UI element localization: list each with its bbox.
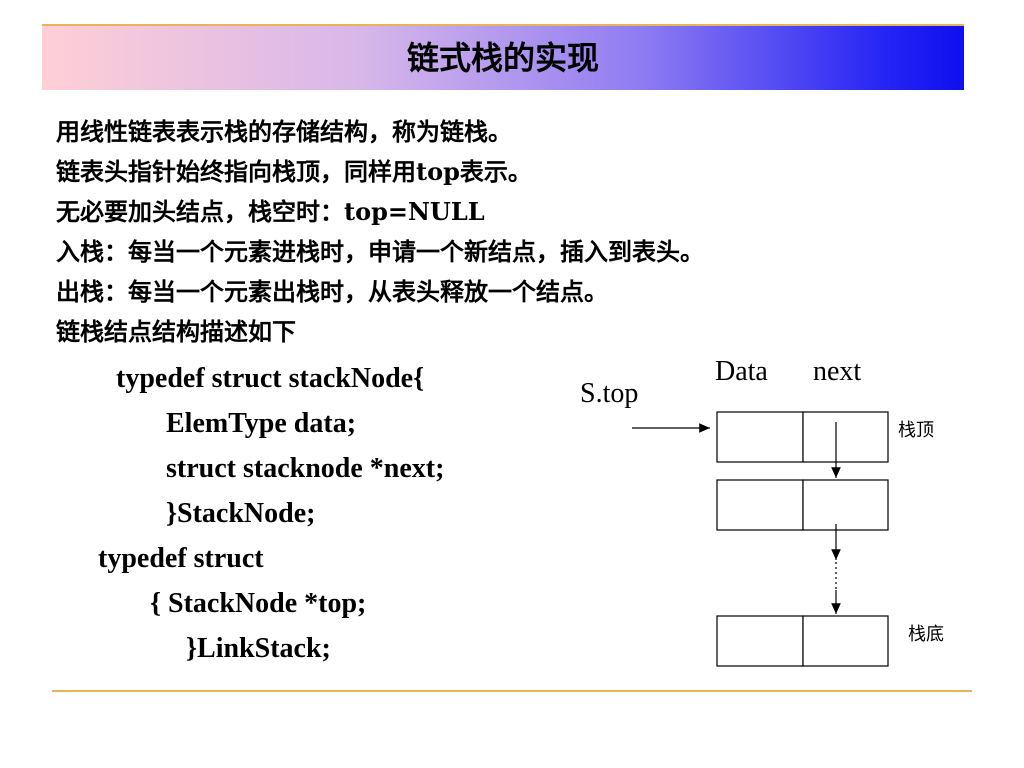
code-line: typedef struct [98, 543, 264, 574]
node-second-data-cell [716, 479, 804, 531]
bottom-divider [52, 690, 972, 692]
slide-title: 链式栈的实现 [406, 39, 599, 77]
code-line: typedef struct stackNode{ [116, 363, 425, 394]
node-bottom-data-cell [716, 615, 804, 667]
body-line: 链表头指针始终指向栈顶，同样用top表示。 [56, 157, 532, 186]
diagram-graphics [632, 411, 889, 667]
node-bottom-next-cell [802, 615, 889, 667]
body-line: 无必要加头结点，栈空时：top=NULL [56, 197, 485, 226]
body-line: 出栈：每当一个元素出栈时，从表头释放一个结点。 [56, 277, 608, 306]
node-top-next-cell [802, 411, 889, 463]
code-line: }LinkStack; [186, 633, 331, 664]
code-line: }StackNode; [166, 498, 316, 529]
code-line: ElemType data; [166, 408, 357, 439]
body-line: 链栈结点结构描述如下 [56, 317, 296, 346]
node-top-data-cell [716, 411, 804, 463]
title-bar: 链式栈的实现 [42, 24, 964, 90]
code-line: struct stacknode *next; [166, 453, 445, 484]
next-field-label: next [813, 356, 862, 387]
data-field-label: Data [715, 356, 768, 387]
stop-pointer-label: S.top [580, 378, 639, 409]
node-second-next-cell [802, 479, 889, 531]
code-line: { StackNode *top; [150, 588, 367, 619]
stack-bottom-label: 栈底 [908, 624, 944, 645]
stack-top-label: 栈顶 [898, 420, 934, 441]
body-line: 入栈：每当一个元素进栈时，申请一个新结点，插入到表头。 [56, 237, 704, 266]
body-line: 用线性链表表示栈的存储结构，称为链栈。 [56, 117, 512, 146]
body-text: 用线性链表表示栈的存储结构，称为链栈。 链表头指针始终指向栈顶，同样用top表示… [56, 112, 704, 352]
linked-stack-diagram: Data next S.top 栈顶 栈底 [570, 350, 970, 680]
